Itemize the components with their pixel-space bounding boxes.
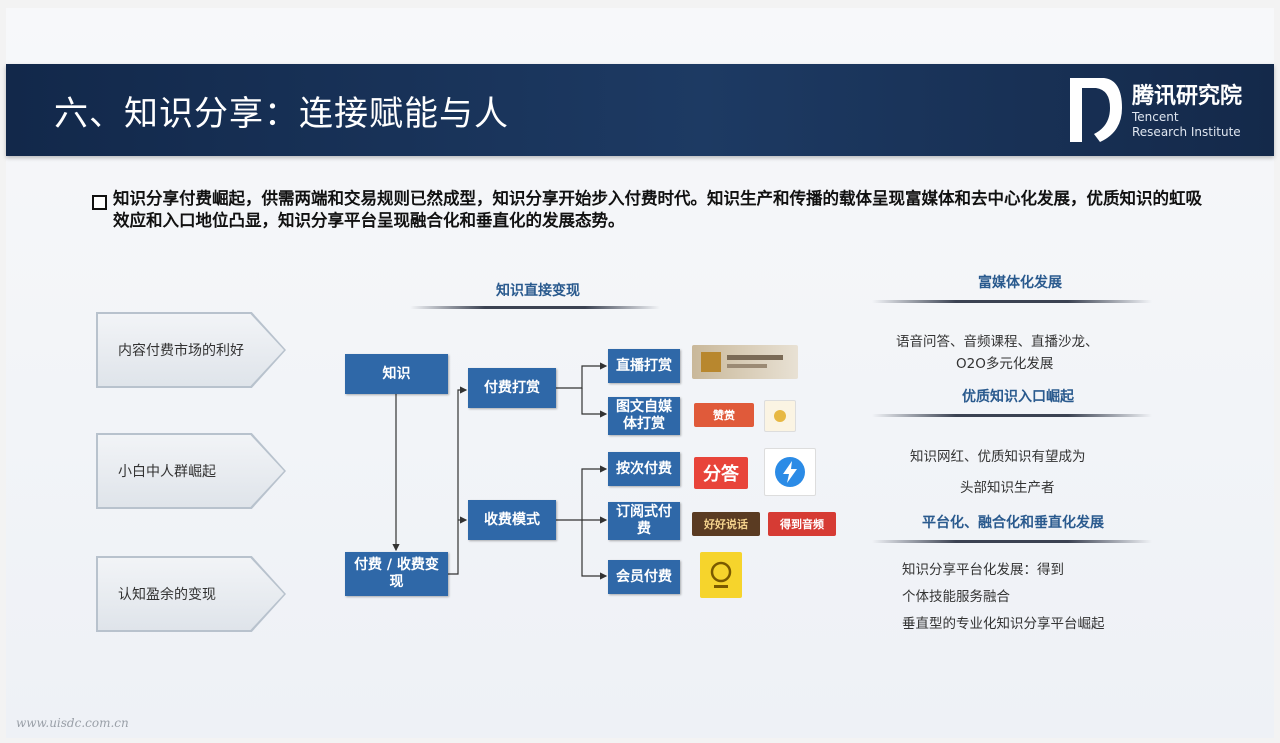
quality-label: 优质知识入口崛起	[962, 389, 1074, 405]
node-charging-mode: 收费模式	[468, 500, 556, 540]
node-member: 会员付费	[608, 560, 680, 594]
reward-logo: 赞赏	[694, 403, 754, 427]
node-knowledge: 知识	[345, 354, 448, 394]
bullet-square-icon	[92, 195, 107, 210]
platform-line-3: 垂直型的专业化知识分享平台崛起	[902, 616, 1105, 632]
slide-title: 六、知识分享：连接赋能与人	[54, 94, 509, 134]
node-media-tip: 图文自媒体打赏	[608, 397, 680, 435]
member-app-logo-icon	[700, 552, 742, 598]
node-live-tip: 直播打赏	[608, 349, 680, 383]
direct-monetization-underline	[410, 306, 660, 309]
node-pay-collect: 付费 / 收费变现	[345, 552, 448, 596]
media-tip-badge-icon	[764, 400, 796, 432]
quality-line-1: 知识网红、优质知识有望成为	[910, 449, 1086, 465]
driver-3: 认知盈余的变现	[98, 558, 284, 630]
driver-1: 内容付费市场的利好	[98, 314, 284, 386]
logo-chinese-name: 腾讯研究院	[1132, 84, 1243, 109]
platform-label: 平台化、融合化和垂直化发展	[922, 515, 1104, 531]
driver-2: 小白中人群崛起	[98, 435, 284, 507]
quality-underline	[872, 414, 1152, 417]
watermark: www.uisdc.com.cn	[16, 716, 129, 730]
lightning-app-logo-icon	[764, 448, 816, 496]
logo-english-line1: Tencent	[1132, 110, 1179, 124]
platform-line-2: 个体技能服务融合	[902, 589, 1010, 605]
platform-underline	[872, 540, 1152, 543]
rich-media-line-2: O2O多元化发展	[956, 356, 1054, 372]
logo-english-line2: Research Institute	[1132, 125, 1241, 139]
slide-header: 六、知识分享：连接赋能与人 腾讯研究院 Tencent Research Ins…	[6, 64, 1274, 156]
rich-media-line-1: 语音问答、音频课程、直播沙龙、	[896, 334, 1099, 350]
dedao-logo: 得到音频	[768, 512, 836, 536]
rich-media-label: 富媒体化发展	[978, 275, 1062, 291]
live-platform-logo-icon	[692, 345, 798, 379]
rich-media-underline	[872, 300, 1152, 303]
direct-monetization-label: 知识直接变现	[496, 283, 580, 299]
haohao-logo: 好好说话	[692, 512, 760, 536]
node-tipping: 付费打赏	[468, 368, 556, 408]
node-per-pay: 按次付费	[608, 452, 680, 486]
node-subscribe: 订阅式付费	[608, 502, 680, 540]
tencent-research-logo-icon	[1070, 78, 1122, 142]
platform-line-1: 知识分享平台化发展：得到	[902, 562, 1064, 578]
summary-text: 知识分享付费崛起，供需两端和交易规则已然成型，知识分享开始步入付费时代。知识生产…	[113, 189, 1202, 230]
quality-line-2: 头部知识生产者	[960, 480, 1055, 496]
fenda-logo: 分答	[694, 457, 748, 489]
